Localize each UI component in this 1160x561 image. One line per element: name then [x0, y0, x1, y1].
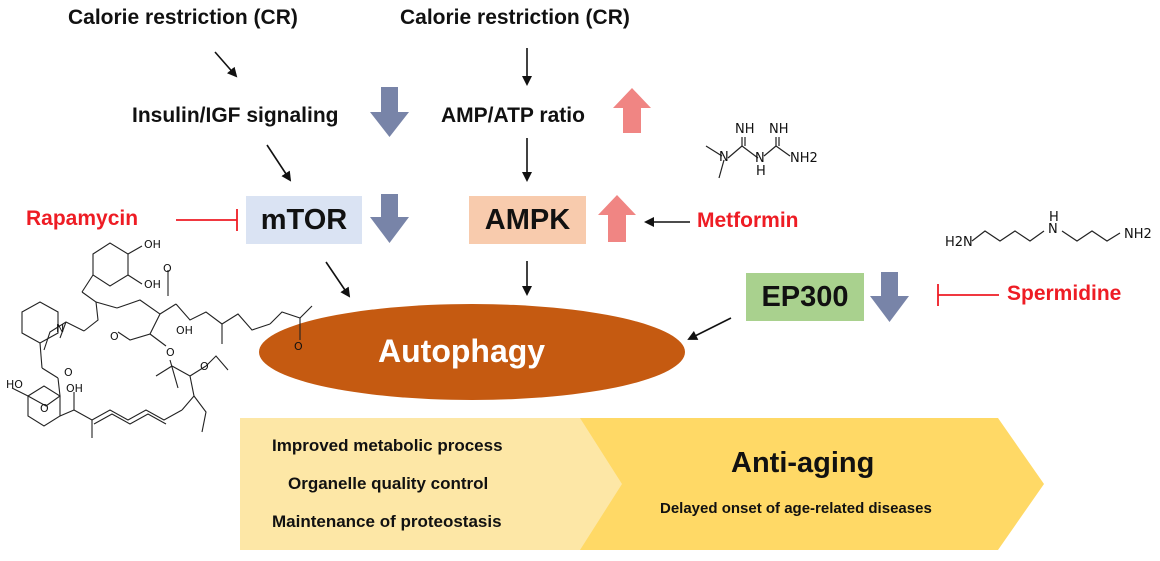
- arrow-insulin-to-mtor: [266, 144, 292, 182]
- down-arrow-ep300: [870, 272, 909, 322]
- inhibit-spermidine: [937, 284, 999, 306]
- mtor-box: mTOR: [246, 196, 362, 244]
- metformin-atom-nh2: NH2: [790, 151, 818, 166]
- spermidine-atom-nh2: NH2: [1124, 227, 1152, 242]
- signal-arrows: [214, 48, 732, 340]
- spermidine-atom-n: N: [1048, 222, 1058, 237]
- metformin-atom-nh-2: NH: [769, 122, 789, 137]
- arrow-mtor-to-autophagy: [325, 261, 351, 298]
- rapamycin-atom-oh-2: OH: [144, 278, 161, 291]
- metformin-atom-h: H: [756, 164, 766, 179]
- ep300-box: EP300: [746, 273, 864, 321]
- rapamycin-label: Rapamycin: [26, 207, 139, 230]
- spermidine-atom-h: H: [1049, 210, 1059, 225]
- ampk-box: AMPK: [469, 196, 586, 244]
- anti-aging-subtitle: Delayed onset of age-related diseases: [660, 500, 932, 517]
- arrow-ep300-to-autophagy: [687, 317, 732, 340]
- metformin-label: Metformin: [697, 209, 799, 232]
- outcome-item-1: Improved metabolic process: [272, 436, 503, 455]
- metformin-atom-n-2: N: [755, 151, 765, 166]
- autophagy-label: Autophagy: [378, 333, 546, 369]
- rapamycin-atom-o-6: O: [40, 402, 49, 415]
- arrow-cr-to-insulin: [214, 51, 238, 78]
- chevron-anti-aging: [580, 418, 1044, 550]
- insulin-igf-label: Insulin/IGF signaling: [132, 104, 339, 127]
- cr-label-left: Calorie restriction (CR): [68, 6, 298, 29]
- rapamycin-structure: [11, 242, 313, 438]
- rapamycin-atom-o-2: O: [294, 340, 303, 353]
- cr-label-right: Calorie restriction (CR): [400, 6, 630, 29]
- rapamycin-atom-o-4: O: [166, 346, 175, 359]
- spermidine-label: Spermidine: [1007, 282, 1122, 305]
- rapamycin-atom-o-3: O: [110, 330, 119, 343]
- down-arrow-mtor: [370, 194, 409, 243]
- metformin-structure: [705, 137, 791, 179]
- rapamycin-atom-ho: HO: [6, 378, 23, 391]
- outcome-item-2: Organelle quality control: [288, 474, 489, 493]
- chevron-outcomes: [240, 418, 640, 550]
- rapamycin-atom-o-5: O: [64, 366, 73, 379]
- rapamycin-atom-n: N: [56, 322, 65, 335]
- spermidine-structure: [971, 230, 1121, 242]
- inhibit-rapamycin: [176, 209, 238, 231]
- metformin-atom-n-1: N: [719, 150, 729, 165]
- rapamycin-atom-o-7: O: [200, 360, 209, 373]
- rapamycin-atom-oh-4: OH: [66, 382, 83, 395]
- up-arrow-ampk: [598, 195, 636, 242]
- up-arrow-amp: [613, 88, 651, 133]
- autophagy-ellipse: [259, 304, 685, 400]
- amp-atp-label: AMP/ATP ratio: [441, 104, 585, 127]
- anti-aging-title: Anti-aging: [731, 447, 875, 479]
- rapamycin-atom-o-1: O: [163, 262, 172, 275]
- spermidine-atom-h2n: H2N: [945, 235, 973, 250]
- outcome-item-3: Maintenance of proteostasis: [272, 512, 502, 531]
- metformin-atom-nh-1: NH: [735, 122, 755, 137]
- rapamycin-atom-oh-3: OH: [176, 324, 193, 337]
- down-arrow-insulin: [370, 87, 409, 137]
- rapamycin-atom-oh-1: OH: [144, 238, 161, 251]
